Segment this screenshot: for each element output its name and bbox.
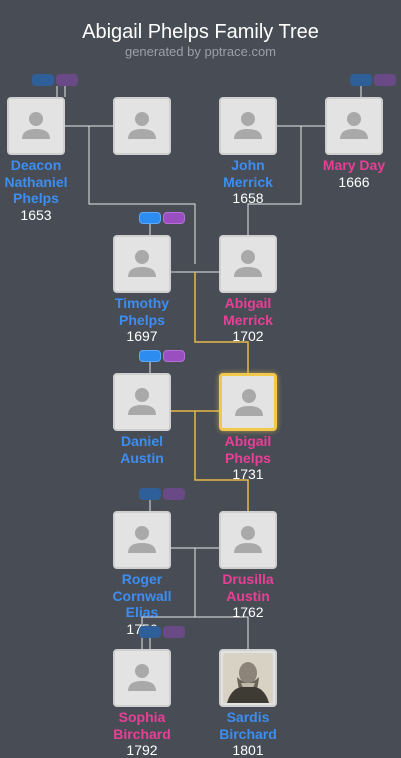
connector-line bbox=[247, 126, 302, 235]
person-card-mary-day[interactable] bbox=[325, 97, 383, 155]
connector-line bbox=[88, 126, 196, 264]
person-name-line: Mary Day bbox=[322, 157, 386, 173]
person-birth-year: 1653 bbox=[20, 206, 52, 223]
person-silhouette-icon bbox=[340, 112, 368, 139]
person-name-line: Elias bbox=[125, 604, 159, 620]
person-card-abigail-phelps[interactable] bbox=[219, 373, 277, 431]
person-birth-year: 1702 bbox=[232, 328, 264, 344]
person-card-timothy-phelps[interactable] bbox=[113, 235, 171, 293]
connector-line bbox=[56, 86, 66, 97]
person-name-line: Merrick bbox=[223, 311, 273, 328]
person-name-line: Austin bbox=[226, 587, 270, 604]
person-card-roger-cornwall-elias[interactable] bbox=[113, 511, 171, 569]
person-birth-year: 1792 bbox=[126, 742, 158, 758]
person-name-line: Birchard bbox=[219, 725, 277, 742]
person-name[interactable]: Mary Day bbox=[299, 157, 401, 174]
person-name-line: Austin bbox=[120, 449, 164, 466]
blue-expand-pill[interactable] bbox=[139, 488, 161, 500]
purple-expand-pill[interactable] bbox=[163, 212, 185, 224]
person-name-line: Phelps bbox=[13, 190, 59, 206]
person-silhouette-icon bbox=[235, 389, 263, 416]
purple-expand-pill[interactable] bbox=[56, 74, 78, 86]
page-title: Abigail Phelps Family Tree bbox=[82, 21, 319, 43]
person-name-line: Roger bbox=[121, 571, 163, 587]
person-birth-year: 1697 bbox=[126, 328, 158, 344]
person-name-line: Sardis bbox=[226, 709, 270, 725]
person-birth-year: 1666 bbox=[338, 173, 370, 190]
connector-line bbox=[194, 411, 249, 511]
page-subtitle: generated by pptrace.com bbox=[124, 44, 277, 59]
person-card-john-merrick[interactable] bbox=[219, 97, 277, 155]
person-silhouette-icon bbox=[234, 112, 262, 139]
purple-expand-pill[interactable] bbox=[163, 488, 185, 500]
person-silhouette-icon bbox=[234, 250, 262, 277]
person-name-line: John bbox=[231, 157, 265, 173]
person-name-line: Phelps bbox=[119, 311, 165, 328]
person-name-line: Deacon bbox=[10, 157, 62, 173]
person-silhouette-icon bbox=[128, 250, 156, 277]
person-silhouette-icon bbox=[22, 112, 50, 139]
person-name-line: Phelps bbox=[225, 449, 271, 466]
person-card-abigail-merrick[interactable] bbox=[219, 235, 277, 293]
blue-expand-pill[interactable] bbox=[139, 626, 161, 638]
person-birth-year: 1658 bbox=[232, 190, 264, 206]
purple-expand-pill[interactable] bbox=[163, 350, 185, 362]
person-silhouette-icon bbox=[128, 112, 156, 139]
person-name-line: Abigail bbox=[224, 295, 272, 311]
blue-expand-pill[interactable] bbox=[350, 74, 372, 86]
person-name-line: Birchard bbox=[113, 725, 171, 742]
purple-expand-pill[interactable] bbox=[374, 74, 396, 86]
person-name-line: Daniel bbox=[120, 433, 163, 449]
person-silhouette-icon bbox=[128, 526, 156, 553]
person-name-line: Sophia bbox=[118, 709, 166, 725]
person-card-sophia-birchard[interactable] bbox=[113, 649, 171, 707]
person-birth-year: 1801 bbox=[232, 742, 264, 758]
person-name-line: Nathaniel bbox=[4, 173, 68, 190]
person-name-line: Cornwall bbox=[112, 587, 172, 604]
connector-line bbox=[194, 272, 249, 373]
blue-expand-pill[interactable] bbox=[32, 74, 54, 86]
person-name-line: Drusilla bbox=[222, 571, 274, 587]
blue-expand-pill[interactable] bbox=[139, 350, 161, 362]
portrait-photo bbox=[223, 653, 273, 703]
person-silhouette-icon bbox=[128, 664, 156, 691]
person-card-sardis-birchard[interactable] bbox=[219, 649, 277, 707]
purple-expand-pill[interactable] bbox=[163, 626, 185, 638]
person-silhouette-icon bbox=[128, 388, 156, 415]
person-name-line: Merrick bbox=[223, 173, 273, 190]
person-birth-year: 1731 bbox=[232, 466, 264, 482]
person-name-line: Abigail bbox=[224, 433, 272, 449]
person-name-line: Timothy bbox=[114, 295, 170, 311]
blue-expand-pill[interactable] bbox=[139, 212, 161, 224]
person-birth-year: 1762 bbox=[232, 604, 264, 620]
person-card-deacon-nathaniel-phelps[interactable] bbox=[7, 97, 65, 155]
person-silhouette-icon bbox=[234, 526, 262, 553]
person-card-daniel-austin[interactable] bbox=[113, 373, 171, 431]
person-card-drusilla-austin[interactable] bbox=[219, 511, 277, 569]
person-card-unknown-spouse[interactable] bbox=[113, 97, 171, 155]
